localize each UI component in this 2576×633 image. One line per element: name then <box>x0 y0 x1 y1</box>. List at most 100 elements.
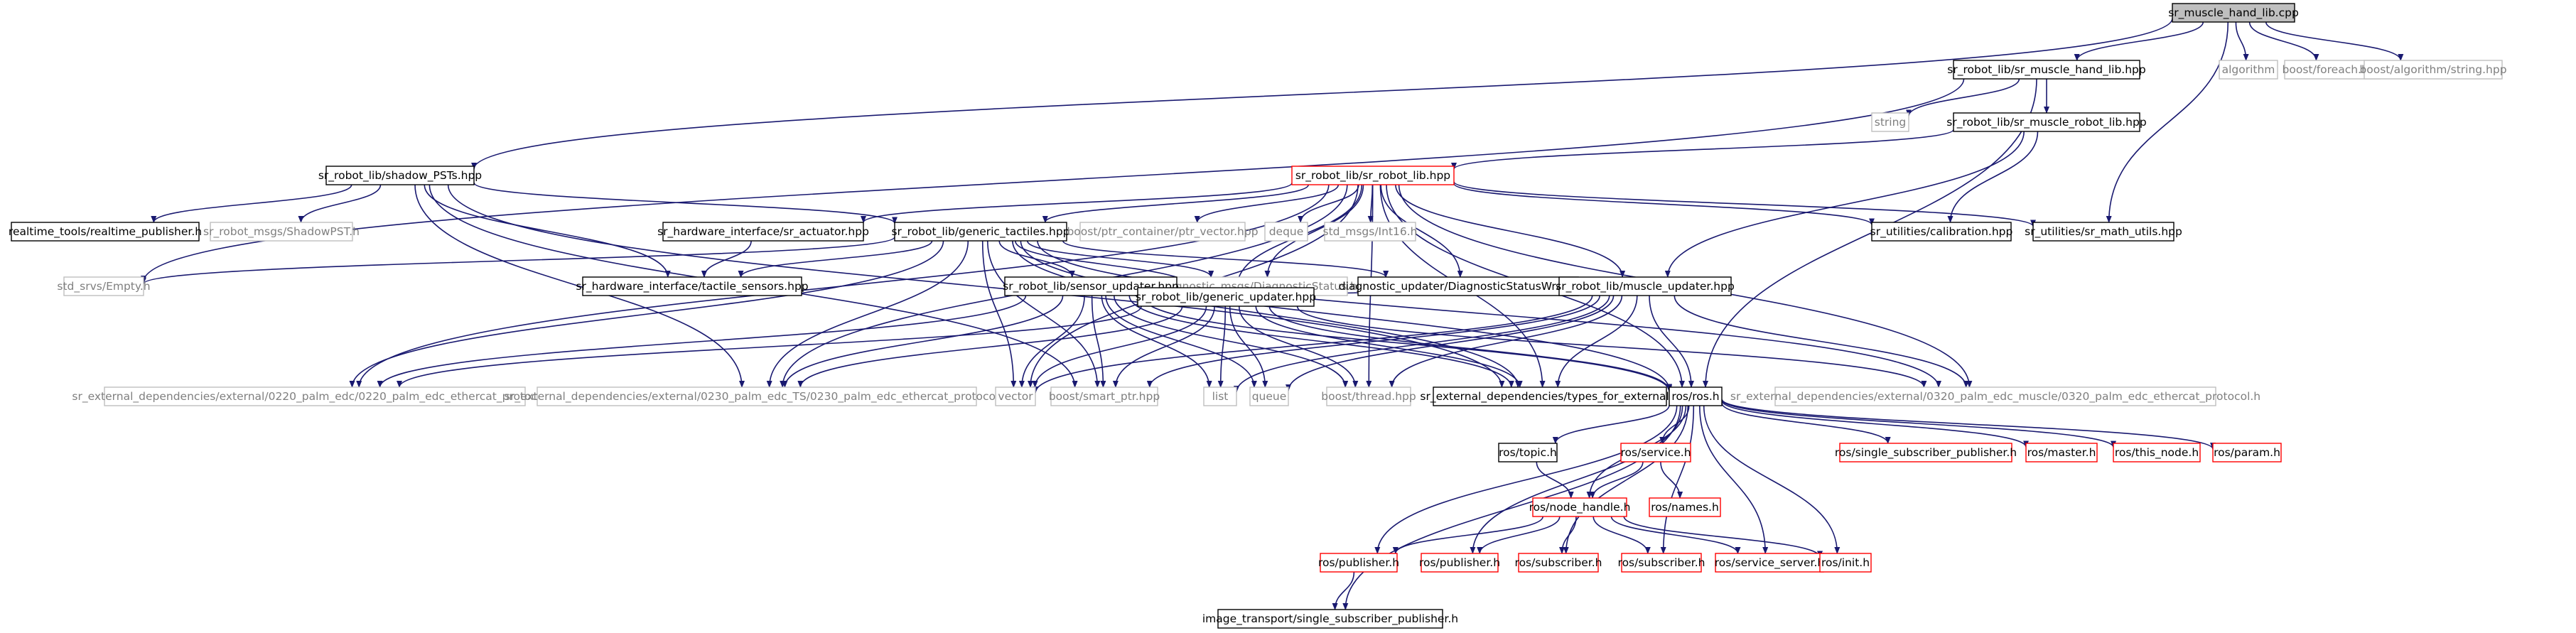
node-label: ros/param.h <box>2214 446 2280 459</box>
edge-muscle_robot_lib-to-muscle_updater <box>1664 131 2025 278</box>
node-label: ros/topic.h <box>1499 446 1557 459</box>
edge-node_handle-to-ros_init <box>1623 516 1823 558</box>
node-diag_wrapper[interactable]: diagnostic_updater/DiagnosticStatusWrapp… <box>1339 276 1597 296</box>
node-box <box>1558 276 1732 296</box>
node-label: boost/algorithm/string.hpp <box>2359 63 2506 76</box>
node-publisher1[interactable]: ros/publisher.h <box>1318 553 1399 573</box>
node-subscriber1[interactable]: ros/subscriber.h <box>1515 553 1602 573</box>
edge-muscle_updater-to-types_ext <box>1555 295 1638 388</box>
node-sr_robot_lib[interactable]: sr_robot_lib/sr_robot_lib.hpp <box>1291 166 1455 185</box>
edge-generic_tactiles-to-vector <box>981 240 1017 388</box>
node-ros_this_node[interactable]: ros/this_node.h <box>2113 443 2201 462</box>
edge-sr_robot_lib-to-muscle_updater <box>1395 184 1626 278</box>
node-ros_param[interactable]: ros/param.h <box>2212 443 2282 462</box>
node-box <box>210 222 353 242</box>
edge-hand_lib-to-string <box>1906 78 2020 117</box>
dependency-nodes: sr_muscle_hand_lib.cpp sr_robot_lib/sr_mu… <box>9 3 2507 629</box>
node-label: image_transport/single_subscriber_publis… <box>1202 612 1458 626</box>
node-rt_pub[interactable]: realtime_tools/realtime_publisher.h <box>9 222 202 242</box>
node-label: string <box>1875 116 1907 129</box>
node-calibration[interactable]: sr_utilities/calibration.hpp <box>1870 222 2013 242</box>
node-smart_ptr: boost/smart_ptr.hpp <box>1049 386 1160 406</box>
edge-generic_updater-to-smart_ptr <box>1112 305 1215 388</box>
node-image_transport[interactable]: image_transport/single_subscriber_publis… <box>1202 609 1458 629</box>
edge-generic_tactiles-to-empty <box>141 236 895 285</box>
edge-generic_updater-to-ext0320 <box>1296 305 1927 388</box>
node-sensor_updater[interactable]: sr_robot_lib/sensor_updater.hpp <box>1003 276 1179 296</box>
edge-ros_service-to-ros_names <box>1660 461 1683 499</box>
node-publisher2[interactable]: ros/publisher.h <box>1419 553 1500 573</box>
node-root[interactable]: sr_muscle_hand_lib.cpp <box>2168 3 2299 23</box>
node-box <box>995 386 1036 406</box>
node-generic_tactiles[interactable]: sr_robot_lib/generic_tactiles.hpp <box>891 222 1070 242</box>
edge-shadow_pst-to-types_ext <box>447 184 1505 388</box>
node-box <box>2364 60 2503 80</box>
node-hand_lib[interactable]: sr_robot_lib/sr_muscle_hand_lib.hpp <box>1947 60 2146 80</box>
edge-sr_robot_lib-to-actuator <box>861 182 1293 223</box>
node-types_ext[interactable]: sr_external_dependencies/types_for_exter… <box>1420 386 1680 406</box>
node-actuator[interactable]: sr_hardware_interface/sr_actuator.hpp <box>657 222 869 242</box>
node-queue: queue <box>1249 386 1289 406</box>
node-node_handle[interactable]: ros/node_handle.h <box>1529 497 1631 517</box>
node-subscriber2[interactable]: ros/subscriber.h <box>1618 553 1705 573</box>
node-ext0220: sr_external_dependencies/external/0220_p… <box>72 386 558 406</box>
edge-generic_updater-to-thread <box>1238 305 1359 388</box>
node-box <box>1357 276 1579 296</box>
node-label: ros/service_server.h <box>1715 556 1824 570</box>
node-generic_updater[interactable]: sr_robot_lib/generic_updater.hpp <box>1136 287 1316 307</box>
edge-generic_updater-to-vector <box>1032 305 1207 388</box>
node-label: vector <box>998 390 1033 403</box>
node-ros_topic[interactable]: ros/topic.h <box>1498 443 1558 462</box>
edge-node_handle-to-publisher1 <box>1392 516 1543 554</box>
node-shadow_pst[interactable]: sr_robot_lib/shadow_PSTs.hpp <box>318 166 482 185</box>
node-label: ros/master.h <box>2027 446 2096 459</box>
edge-sensor_updater-to-types_ext <box>1128 295 1514 388</box>
node-box <box>1324 222 1416 242</box>
node-muscle_robot_lib[interactable]: sr_robot_lib/sr_muscle_robot_lib.hpp <box>1946 112 2147 132</box>
node-ros_master[interactable]: ros/master.h <box>2025 443 2098 462</box>
edge-muscle_updater-to-thread <box>1389 295 1623 388</box>
node-label: ros/single_subscriber_publisher.h <box>1835 446 2017 460</box>
node-math_utils[interactable]: sr_utilities/sr_math_utils.hpp <box>2025 222 2182 242</box>
node-ros_init[interactable]: ros/init.h <box>1819 553 1872 573</box>
edge-node_handle-to-publisher2 <box>1477 516 1561 554</box>
edge-muscle_updater-to-ext0320 <box>1674 295 1969 388</box>
node-label: ros/init.h <box>1821 556 1870 569</box>
edge-sr_robot_lib-to-generic_tactiles <box>1042 184 1309 223</box>
node-box <box>1326 386 1411 406</box>
edge-ros-to-subscriber1 <box>1563 405 1689 554</box>
edge-sr_robot_lib-to-ptr_vector <box>1194 184 1340 223</box>
node-service_server[interactable]: ros/service_server.h <box>1715 553 1824 573</box>
node-label: ros/publisher.h <box>1318 556 1399 569</box>
node-muscle_updater[interactable]: sr_robot_lib/muscle_updater.hpp <box>1556 276 1735 296</box>
node-label: ros/ros.h <box>1671 390 1719 403</box>
edge-muscle_updater-to-smart_ptr <box>1146 295 1600 388</box>
node-tactile_sensors[interactable]: sr_hardware_interface/tactile_sensors.hp… <box>576 276 809 296</box>
node-int16: std_msgs/Int16.h <box>1323 222 1418 242</box>
node-ptr_vector: boost/ptr_container/ptr_vector.hpp <box>1067 222 1259 242</box>
edge-ros-to-ros_this_node <box>1721 399 2116 448</box>
node-label: queue <box>1252 390 1287 403</box>
node-box <box>1620 443 1691 462</box>
edge-sensor_updater-to-list <box>1101 295 1212 388</box>
node-box <box>1774 386 2216 406</box>
node-box <box>894 222 1067 242</box>
node-ros[interactable]: ros/ros.h <box>1669 386 1723 406</box>
node-label: sr_external_dependencies/external/0230_p… <box>505 390 1009 404</box>
node-box <box>1819 553 1872 573</box>
node-ros_service[interactable]: ros/service.h <box>1620 443 1691 462</box>
edge-sensor_updater-to-ext0220 <box>377 295 1027 388</box>
node-ros_names[interactable]: ros/names.h <box>1649 497 1721 517</box>
edge-ros_service-to-node_handle <box>1590 461 1644 499</box>
node-box <box>1079 222 1246 242</box>
edge-generic_tactiles-to-ros <box>1020 240 1672 391</box>
node-label: sr_utilities/calibration.hpp <box>1870 225 2013 239</box>
node-label: sr_utilities/sr_math_utils.hpp <box>2025 225 2182 239</box>
node-label: ros/service.h <box>1620 446 1691 459</box>
node-box <box>2212 443 2282 462</box>
node-label: sr_robot_lib/generic_updater.hpp <box>1136 291 1316 304</box>
node-single_sub_pub_ros[interactable]: ros/single_subscriber_publisher.h <box>1835 443 2017 462</box>
node-label: sr_robot_lib/sr_robot_lib.hpp <box>1295 169 1450 183</box>
node-label: sr_robot_msgs/ShadowPST.h <box>203 225 360 239</box>
